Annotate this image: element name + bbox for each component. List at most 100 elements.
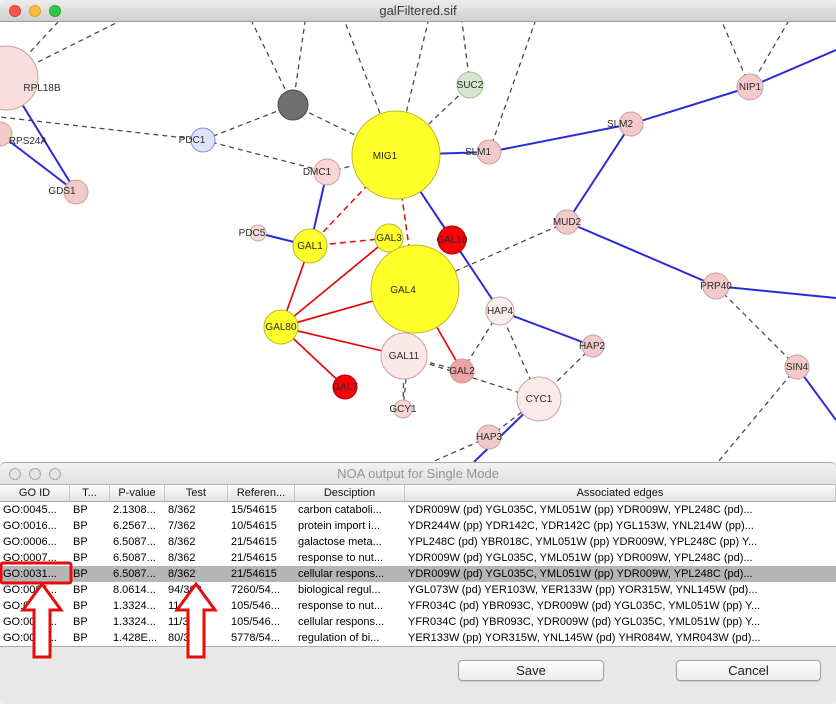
column-header-desciption[interactable]: Desciption [295, 485, 405, 501]
cell-p-value: 6.5087... [113, 552, 156, 564]
node-gal3[interactable] [374, 223, 404, 253]
column-header-t[interactable]: T... [70, 485, 110, 501]
node-mud2[interactable] [554, 209, 580, 235]
node-prp40[interactable] [702, 272, 730, 300]
node-gds1[interactable] [63, 179, 89, 205]
node-hap3[interactable] [476, 424, 502, 450]
column-header-test[interactable]: Test [165, 485, 228, 501]
column-header-go-id[interactable]: GO ID [0, 485, 70, 501]
node-slm2[interactable] [618, 111, 644, 137]
node-gray[interactable] [277, 89, 309, 121]
column-header-p-value[interactable]: P-value [110, 485, 165, 501]
node-hap4[interactable] [485, 296, 515, 326]
cell-p-value: 1.428E... [113, 632, 158, 644]
node-label-rps24a: RPS24A [9, 136, 48, 147]
cancel-button[interactable]: Cancel [676, 660, 821, 681]
node-sin4[interactable] [784, 354, 810, 380]
edge-rps24a-gds1[interactable] [0, 133, 77, 193]
column-header-referen[interactable]: Referen... [228, 485, 295, 501]
node-gcy1[interactable] [393, 399, 413, 419]
node-slm1[interactable] [476, 139, 502, 165]
node-label-gal80: GAL80 [265, 322, 297, 333]
minimize-button[interactable] [29, 467, 41, 480]
network-graph[interactable]: RPL18BRPS24AGDS1PDC1DMC1MIG1SUC2SLM1SLM2… [0, 21, 836, 462]
node-pdc1[interactable] [190, 127, 216, 153]
graph-window-title: galFiltered.sif [379, 3, 457, 18]
node-gal2[interactable] [449, 358, 475, 384]
cell-desciption: cellular respons... [298, 616, 385, 628]
node-pdc5[interactable] [249, 224, 267, 242]
node-cyc1[interactable] [516, 376, 562, 422]
edge-gray-offscreen[interactable] [251, 21, 294, 106]
node-dmc1[interactable] [313, 158, 341, 186]
edge-slm1-offscreen[interactable] [488, 21, 536, 153]
close-button[interactable] [9, 467, 21, 480]
edge-pdc1-offscreen[interactable] [0, 116, 204, 141]
node-label-mud2: MUD2 [553, 217, 582, 228]
edge-gal80-gal3[interactable] [280, 237, 390, 328]
cell-test: 7/362 [168, 520, 196, 532]
noa-window-titlebar[interactable]: NOA output for Single Mode [0, 463, 836, 485]
cell-p-value: 8.0614... [113, 584, 156, 596]
cell-t: BP [73, 520, 88, 532]
close-button[interactable] [9, 4, 21, 17]
save-button[interactable]: Save [458, 660, 604, 681]
node-rps24a[interactable] [0, 121, 13, 147]
edge-slm1-slm2[interactable] [488, 123, 632, 153]
edge-gal11-cyc1[interactable] [403, 355, 540, 400]
node-rpl18b[interactable] [0, 45, 39, 111]
node-label-suc2: SUC2 [457, 80, 484, 91]
node-gal11[interactable] [380, 332, 428, 380]
cell-go-id: GO:0045... [3, 504, 57, 516]
node-gal4[interactable] [370, 244, 460, 334]
node-gal80[interactable] [263, 309, 299, 345]
cell-p-value: 6.5087... [113, 536, 156, 548]
cell-desciption: protein import i... [298, 520, 380, 532]
edge-sin4-prp40[interactable] [715, 285, 798, 368]
cell-associated-edges: YGL073W (pd) YER103W, YER133W (pp) YOR31… [408, 584, 758, 596]
cell-referen: 10/54615 [231, 520, 277, 532]
column-header-associated-edges[interactable]: Associated edges [405, 485, 836, 501]
node-gal10[interactable] [437, 225, 467, 255]
zoom-button[interactable] [49, 467, 61, 480]
node-gal1[interactable] [292, 228, 328, 264]
edge-prp40-offscreen[interactable] [715, 285, 836, 299]
cell-t: BP [73, 536, 88, 548]
edge-mud2-prp40[interactable] [566, 221, 717, 287]
node-hap2[interactable] [581, 334, 605, 358]
edge-mud2-slm2[interactable] [566, 123, 632, 223]
edge-pdc1-dmc1[interactable] [202, 139, 328, 173]
node-label-mig1: MIG1 [373, 151, 398, 162]
edge-gray-mig1[interactable] [292, 104, 397, 156]
node-label-gal4: GAL4 [390, 285, 416, 296]
zoom-button[interactable] [49, 4, 61, 17]
node-mig1[interactable] [351, 110, 441, 200]
node-nip1[interactable] [736, 73, 764, 101]
edge-hap4-cyc1[interactable] [499, 310, 540, 400]
graph-window-titlebar[interactable]: galFiltered.sif [0, 0, 836, 22]
edge-slm2-nip1[interactable] [630, 86, 751, 125]
node-label-cyc1: CYC1 [526, 394, 553, 405]
node-gal7[interactable] [332, 374, 358, 400]
edge-mig1-suc2[interactable] [395, 84, 471, 156]
edge-gray-pdc1[interactable] [202, 104, 294, 141]
edge-mig1-offscreen[interactable] [344, 21, 397, 156]
node-label-dmc1: DMC1 [303, 167, 332, 178]
edge-nip1-offscreen[interactable] [749, 49, 836, 88]
edge-hap4-hap2[interactable] [499, 310, 594, 347]
node-suc2[interactable] [456, 71, 484, 99]
cell-associated-edges: YDR009W (pd) YGL035C, YML051W (pp) YDR00… [408, 568, 753, 580]
minimize-button[interactable] [29, 4, 41, 17]
edge-sin4-offscreen[interactable] [717, 366, 798, 462]
